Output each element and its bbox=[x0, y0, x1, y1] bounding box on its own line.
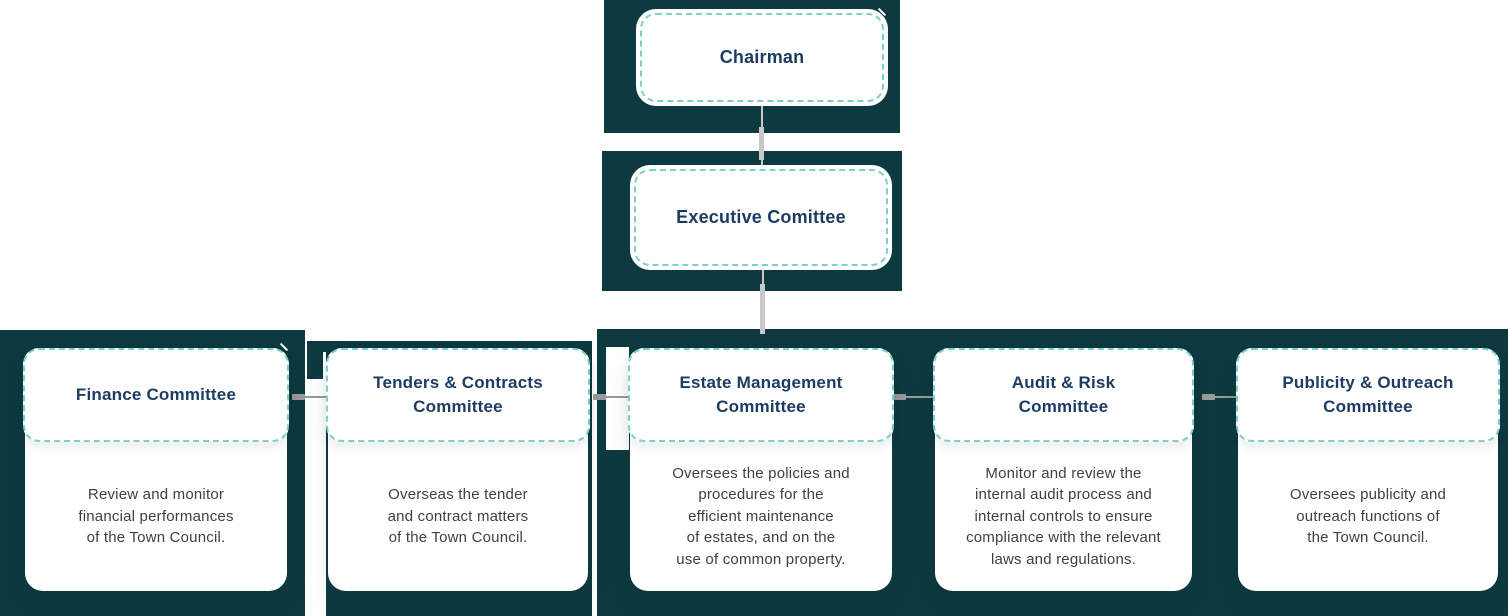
arrow-publicity-to-audit-icon bbox=[1202, 394, 1236, 400]
chairman-node: Chairman bbox=[640, 13, 884, 102]
committee-title-box: Audit & Risk Committee bbox=[933, 348, 1194, 442]
connector-executive-committees-core bbox=[760, 284, 765, 334]
committee-description-text: Overseas the tender and contract matters… bbox=[387, 486, 529, 547]
committee-card-publicity-outreach: Publicity & Outreach Committee Oversees … bbox=[1236, 348, 1500, 591]
arrow-audit-to-estate-icon bbox=[893, 394, 935, 400]
executive-committee-node: Executive Comittee bbox=[634, 169, 888, 266]
committee-description: Review and monitor financial performance… bbox=[25, 442, 287, 591]
committee-description: Overseas the tender and contract matters… bbox=[328, 442, 588, 591]
connector-executive-committees bbox=[762, 268, 764, 292]
arrow-tenders-to-finance-icon bbox=[292, 394, 330, 400]
committee-title: Publicity & Outreach Committee bbox=[1282, 373, 1454, 416]
chairman-label: Chairman bbox=[719, 47, 805, 67]
connector-chairman-executive-core bbox=[759, 127, 764, 160]
committee-description: Monitor and review the internal audit pr… bbox=[935, 442, 1192, 591]
arrow-estate-to-tenders-icon bbox=[593, 394, 628, 400]
committee-description-text: Oversees the policies and procedures for… bbox=[672, 464, 850, 568]
committee-title: Tenders & Contracts Committee bbox=[373, 373, 543, 416]
committee-title-box: Tenders & Contracts Committee bbox=[326, 348, 590, 442]
committee-card-finance: Finance Committee Review and monitor fin… bbox=[23, 348, 289, 591]
committee-title-box: Estate Management Committee bbox=[628, 348, 894, 442]
committee-description-text: Review and monitor financial performance… bbox=[78, 486, 234, 547]
committee-title-box: Finance Committee bbox=[23, 348, 289, 442]
committee-title: Estate Management Committee bbox=[679, 373, 843, 416]
committee-title: Audit & Risk Committee bbox=[1011, 373, 1116, 416]
committee-title: Finance Committee bbox=[75, 385, 237, 404]
tenders-panel-tab bbox=[307, 341, 323, 379]
committee-title-box: Publicity & Outreach Committee bbox=[1236, 348, 1500, 442]
committee-card-tenders-contracts: Tenders & Contracts Committee Overseas t… bbox=[326, 348, 590, 591]
committee-description: Oversees the policies and procedures for… bbox=[630, 442, 892, 591]
committee-card-estate-management: Estate Management Committee Oversees the… bbox=[628, 348, 894, 591]
committee-description-text: Oversees publicity and outreach function… bbox=[1289, 486, 1447, 547]
panel-notch bbox=[606, 347, 629, 450]
committee-description: Oversees publicity and outreach function… bbox=[1238, 442, 1498, 591]
committee-card-audit-risk: Audit & Risk Committee Monitor and revie… bbox=[933, 348, 1194, 591]
executive-committee-label: Executive Comittee bbox=[676, 207, 846, 227]
committee-description-text: Monitor and review the internal audit pr… bbox=[966, 464, 1161, 568]
